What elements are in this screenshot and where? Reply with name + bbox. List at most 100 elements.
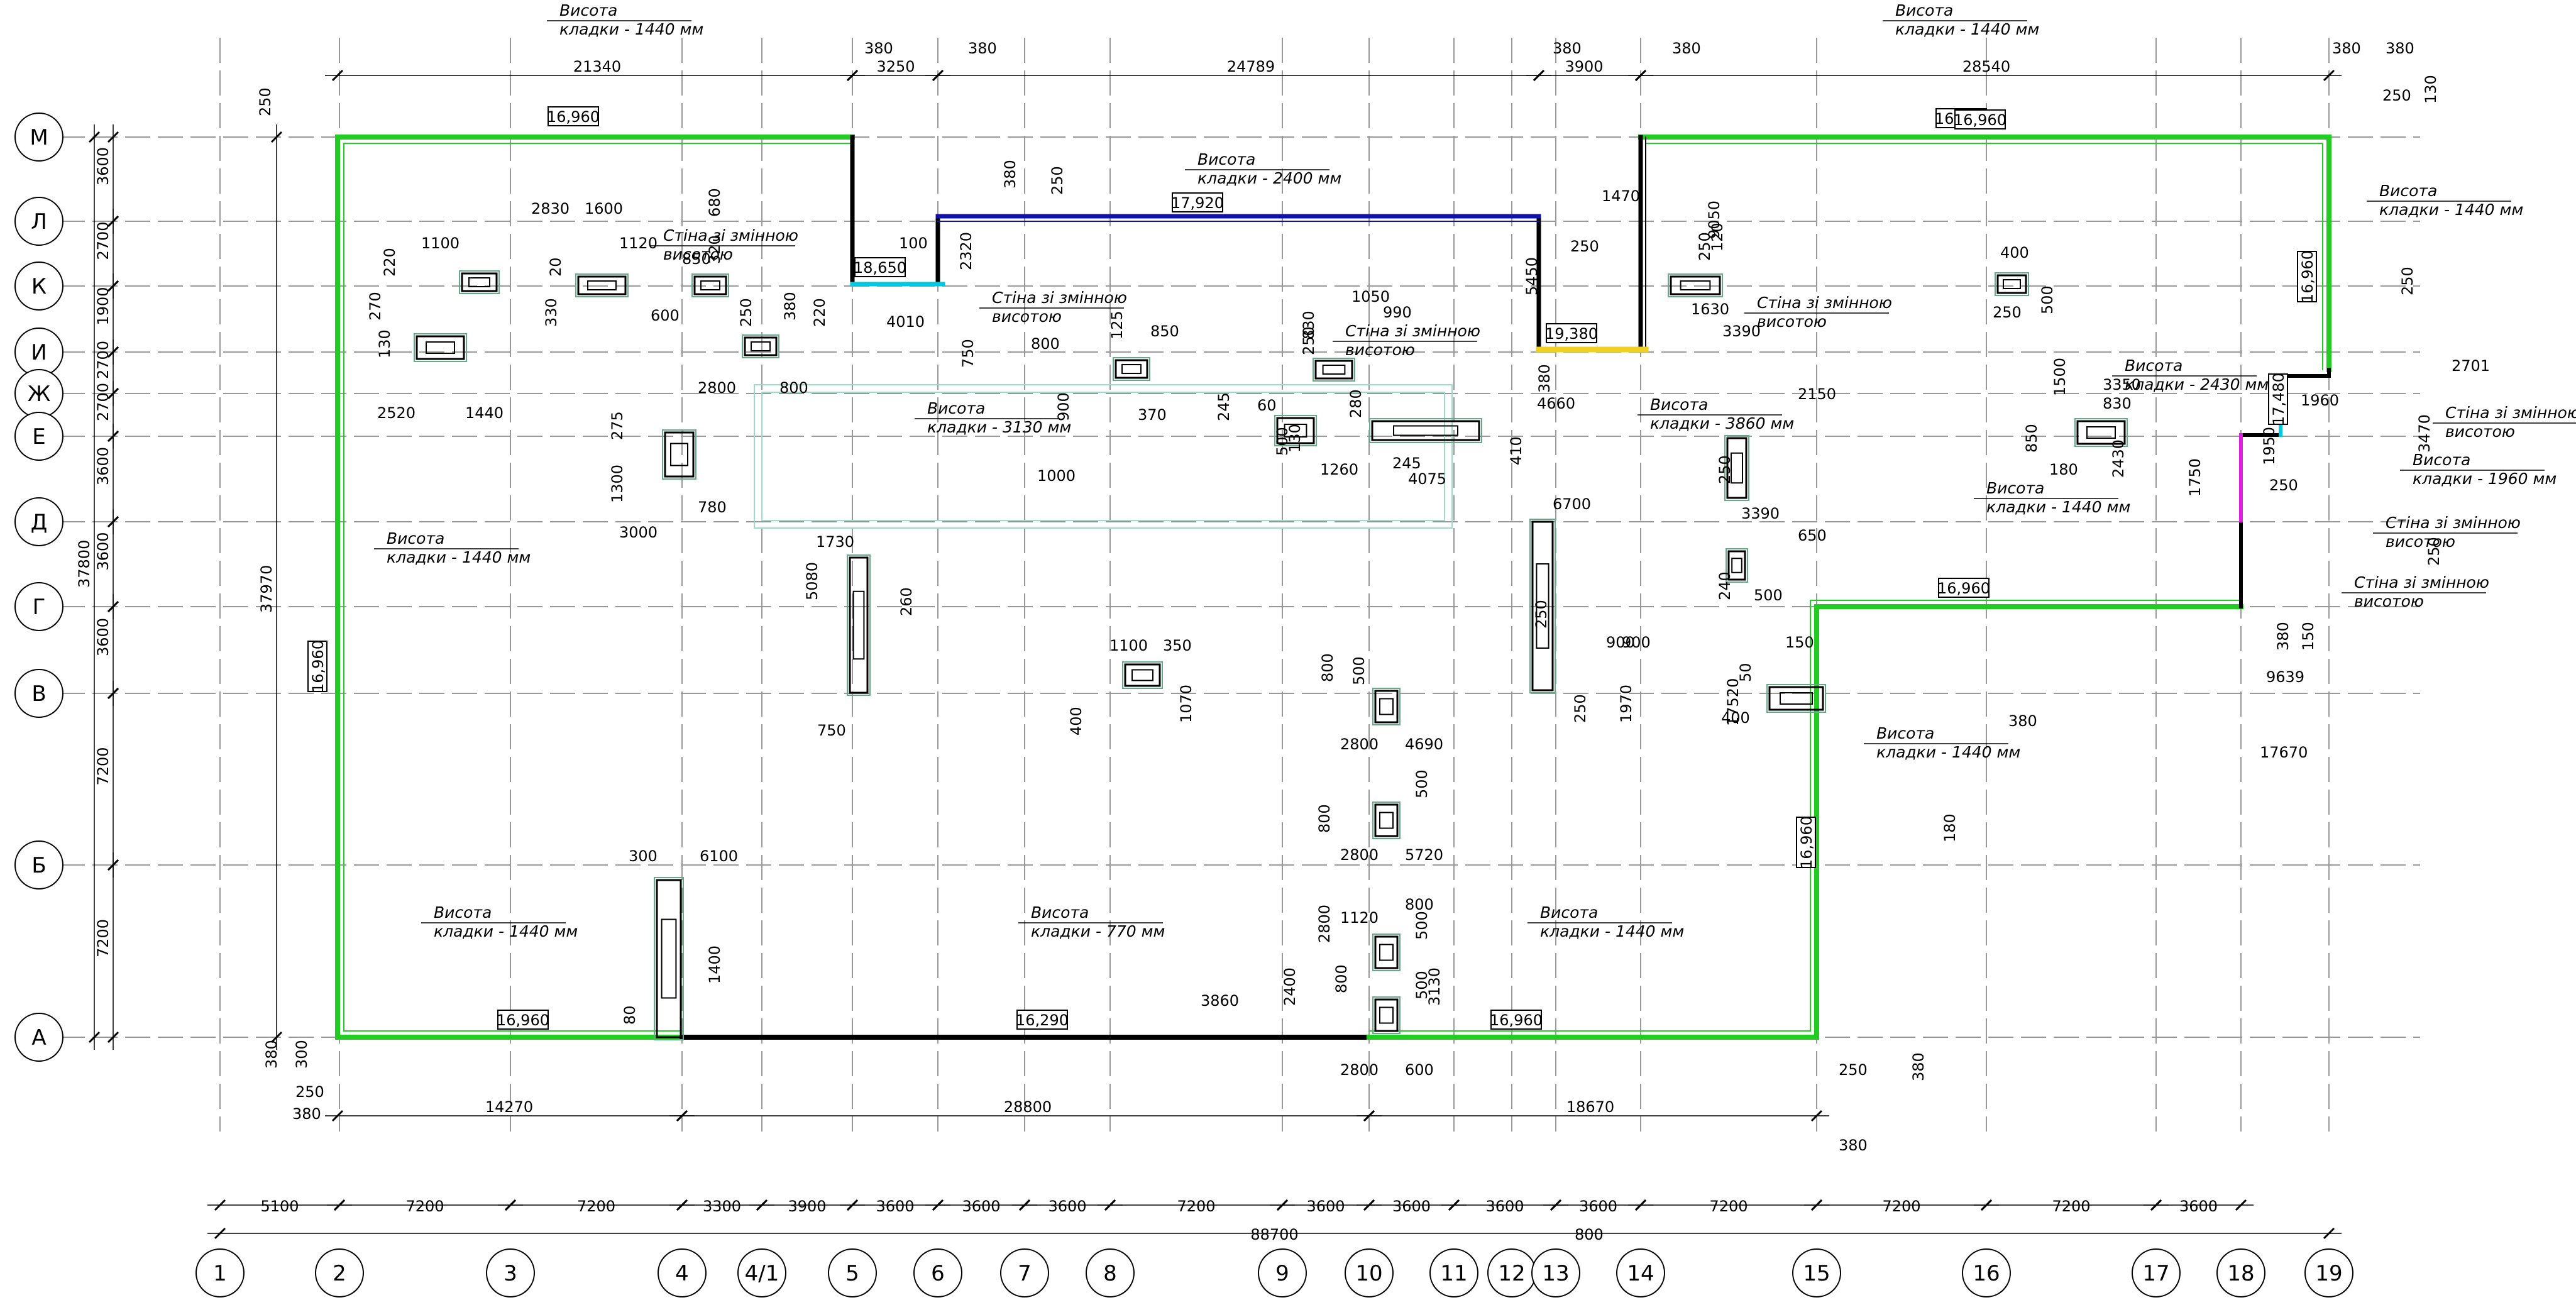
dimension-value: 650 xyxy=(1798,527,1827,544)
dimension-value: 1400 xyxy=(706,945,724,984)
dimension-value: 500 xyxy=(2039,285,2056,314)
column-axis-label: 19 xyxy=(2315,1261,2342,1286)
dimension-value: 2701 xyxy=(2452,357,2490,375)
dimension-tick xyxy=(107,346,119,358)
dimension-value: 14270 xyxy=(485,1098,533,1116)
column-bubble xyxy=(1345,1248,1394,1297)
opening xyxy=(1996,274,2027,294)
column-bubble xyxy=(315,1248,364,1297)
opening-inner xyxy=(1121,364,1142,374)
dimension-value: 17520 xyxy=(1724,678,1742,726)
dimension-tick xyxy=(1276,1199,1289,1211)
dimension-tick xyxy=(1104,1199,1116,1211)
note-3860-line2: кладки - 3860 мм xyxy=(1650,414,1794,432)
opening xyxy=(1726,437,1748,499)
dimension-value: 380 xyxy=(292,1105,321,1123)
column-bubble xyxy=(913,1248,962,1297)
dimension-value: 1900 xyxy=(94,287,112,325)
dimension-tick xyxy=(107,687,119,700)
dimension-value: 410 xyxy=(1507,436,1525,465)
opening-frame xyxy=(459,270,500,294)
row-axis-label: А xyxy=(31,1025,46,1050)
dimension-value: 3600 xyxy=(962,1198,1000,1215)
column-axis-label: 6 xyxy=(931,1261,945,1286)
dimension-value: 320 xyxy=(706,235,724,264)
dimension-value: 300 xyxy=(629,847,658,865)
opening xyxy=(656,879,682,1038)
dimension-value: 275 xyxy=(608,411,626,440)
dimension-value: 750 xyxy=(817,722,846,739)
dimension-tick xyxy=(107,600,119,613)
opening-inner xyxy=(1731,558,1742,573)
note-var-6-line2: висотою xyxy=(2386,532,2455,551)
row-bubble xyxy=(14,497,63,546)
dimension-tick xyxy=(107,515,119,528)
dimension-tick xyxy=(2323,69,2335,82)
dimension-value: 250 xyxy=(1716,455,1734,484)
dimension-value: 245 xyxy=(1215,392,1233,421)
dimension-value: 3390 xyxy=(1741,505,1780,522)
elevation-tag: 16,960 xyxy=(1490,1010,1543,1030)
dimension-value: 500 xyxy=(1274,427,1291,456)
dimension-value: 380 xyxy=(1910,1052,1927,1081)
row-bubble xyxy=(14,582,63,631)
dimension-value: 350 xyxy=(1163,637,1192,654)
dimension-value: 400 xyxy=(2000,244,2029,262)
opening-frame xyxy=(414,333,467,362)
note-2430-line2: кладки - 2430 мм xyxy=(2125,375,2269,394)
opening-inner xyxy=(1379,812,1394,829)
faint-outline xyxy=(754,384,1453,529)
column-bubble xyxy=(2132,1248,2181,1297)
dimension-value: 6100 xyxy=(700,847,738,865)
opening xyxy=(1374,690,1399,724)
row-bubble xyxy=(14,262,63,311)
dimension-value: 380 xyxy=(781,292,799,321)
opening-frame xyxy=(1372,934,1401,971)
elevation-value: 16,290 xyxy=(1016,1011,1069,1029)
dimension-value: 3300 xyxy=(703,1198,741,1215)
dimension-value: 250 xyxy=(737,298,755,327)
opening-frame xyxy=(847,554,871,696)
dimension-tick xyxy=(107,859,119,871)
dimension-value: 850 xyxy=(2023,424,2040,453)
opening-frame xyxy=(2074,418,2128,447)
dimension-value: 500 xyxy=(1413,971,1431,1000)
column-bubble xyxy=(195,1248,245,1297)
note-top-left-line2: кладки - 1440 мм xyxy=(559,20,703,38)
note-var-3-line2: висотою xyxy=(1345,341,1415,359)
dimension-value: 7200 xyxy=(405,1198,444,1215)
opening-inner xyxy=(1322,365,1346,375)
dimension-value: 5450 xyxy=(1523,257,1541,295)
dimension-tick xyxy=(270,131,283,143)
dimension-value: 20 xyxy=(547,257,564,277)
row-bubble xyxy=(14,197,63,246)
column-bubble xyxy=(1429,1248,1478,1297)
dimension-value: 2800 xyxy=(1340,1061,1379,1079)
note-3130-line1: Висота xyxy=(927,399,985,417)
opening-inner xyxy=(587,280,617,290)
dimension-value: 3470 xyxy=(2416,414,2433,453)
dimension-value: 1600 xyxy=(585,200,623,218)
dimension-value: 150 xyxy=(1785,634,1814,651)
dimension-value: 250 xyxy=(1049,166,1066,195)
elevation-tag: 18,650 xyxy=(854,257,906,277)
dimension-tick xyxy=(1810,1199,1823,1211)
dimension-value: 7200 xyxy=(94,747,112,785)
column-axis-label: 13 xyxy=(1542,1261,1569,1286)
elevation-tag: 16,960 xyxy=(2297,250,2317,303)
dimension-value: 1960 xyxy=(2301,392,2339,409)
column-axis-label: 18 xyxy=(2227,1261,2254,1286)
elevation-value: 16,960 xyxy=(547,108,600,126)
note-var-4-line2: висотою xyxy=(1757,312,1827,331)
dimension-value: 330 xyxy=(542,298,560,327)
dimension-value: 250 xyxy=(295,1083,324,1101)
note-far-right-line1: Висота xyxy=(2379,182,2437,200)
opening-inner xyxy=(1536,563,1549,649)
opening-frame xyxy=(1372,688,1401,725)
column-axis-label: 16 xyxy=(1973,1261,2000,1286)
dimension-value: 500 xyxy=(1413,769,1431,798)
openings xyxy=(414,270,2128,1040)
dimension-value: 2830 xyxy=(531,200,570,218)
row-axis-label: Д xyxy=(31,510,48,535)
